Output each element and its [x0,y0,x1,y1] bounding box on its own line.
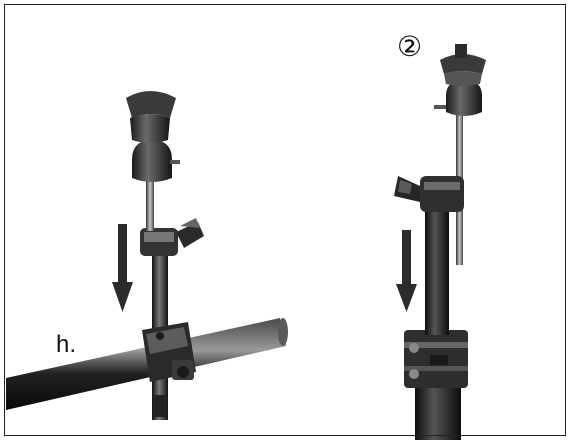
right-assembly: ② [394,30,486,440]
lower-collar [404,330,468,388]
saddle-knob [126,91,176,143]
upper-clamp [394,176,464,212]
tube-clamp [142,322,196,382]
label-step: ② [397,30,422,63]
upper-joint [140,218,204,256]
left-assembly: h. [6,91,288,420]
down-arrow-icon [396,230,417,312]
down-arrow-icon [112,224,133,312]
top-saddle-knob [440,44,486,86]
ball-mount [132,140,180,182]
horizontal-tube [6,318,286,410]
top-dome-mount [434,80,482,116]
label-h: h. [56,331,76,358]
